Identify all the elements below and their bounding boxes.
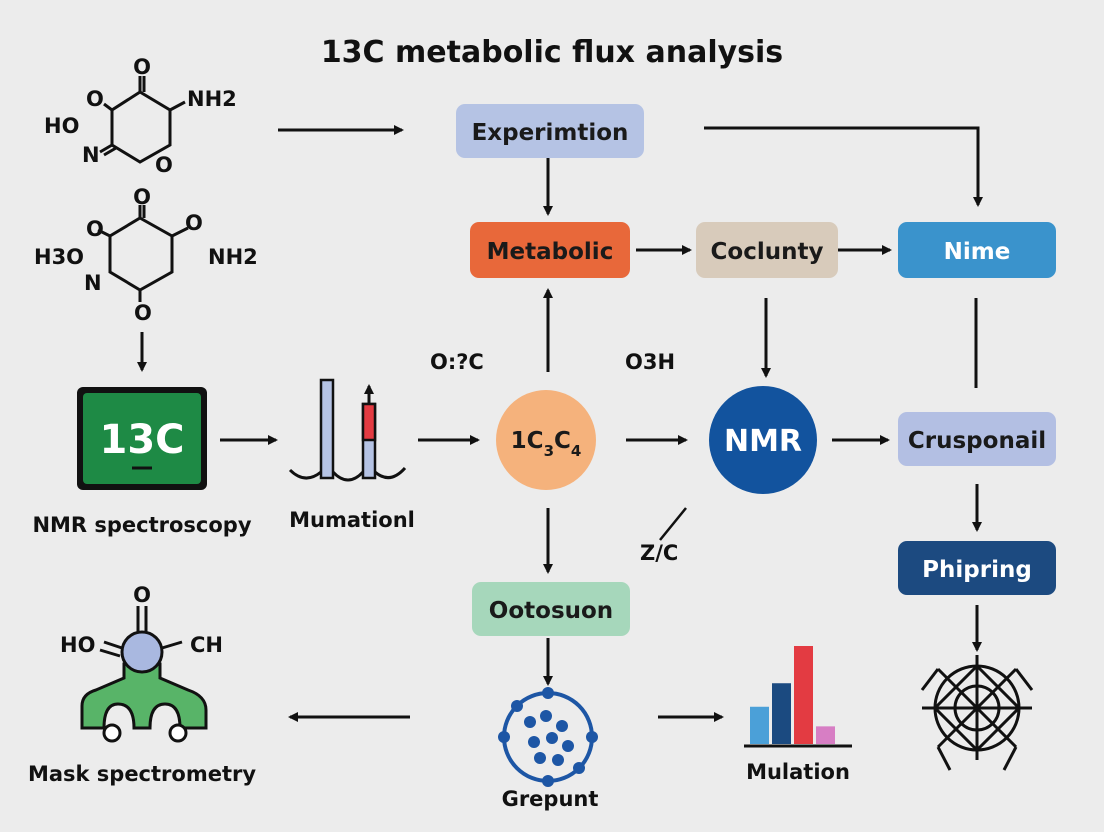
label-z7c: Z/C: [640, 541, 678, 565]
node-phipring-label: Phipring: [922, 557, 1032, 583]
node-c3c4: [496, 390, 596, 490]
node-nmr: [709, 386, 817, 494]
label-o2c: O:?C: [430, 350, 484, 374]
tube-icon: [288, 378, 407, 482]
mulation-chart: [750, 646, 835, 744]
molecule-middle: O O H3O O NH2 N O: [34, 185, 258, 325]
label-grepunt: Grepunt: [502, 787, 599, 811]
mol-top-o-bottom: O: [155, 153, 173, 177]
node-experimtion-label: Experimtion: [472, 120, 629, 146]
diagram-title: 13C metabolic flux analysis: [321, 35, 783, 70]
mol-bottom-ch: CH: [190, 633, 223, 657]
node-nime-label: Nime: [944, 239, 1011, 265]
chart-bar-4: [816, 726, 835, 744]
arrow-experimtion-to-nime: [704, 126, 983, 207]
mol-mid-nh2: NH2: [208, 245, 258, 269]
node-crusponail-label: Crusponail: [908, 428, 1046, 454]
mol-mid-o: O: [133, 185, 151, 209]
node-ootosuon: [472, 582, 630, 636]
grepunt-icon: [498, 687, 598, 787]
mol-mid-o-right: O: [185, 211, 203, 235]
chart-bar-3: [794, 646, 813, 744]
c13-badge: [83, 393, 201, 484]
mol-mid-h3o: H3O: [34, 245, 84, 269]
mol-top-ho: HO: [44, 114, 79, 138]
node-phipring: [898, 541, 1056, 595]
mol-mid-n: N: [84, 271, 102, 295]
label-nmr-spectroscopy: NMR spectroscopy: [32, 513, 251, 537]
node-metabolic: [470, 222, 630, 278]
label-mask-spectrometry: Mask spectrometry: [28, 762, 256, 786]
mol-top-o-left: O: [86, 87, 104, 111]
node-ootosuon-label: Ootosuon: [489, 598, 613, 624]
mol-bottom-ho: HO: [60, 633, 95, 657]
arrows: [220, 125, 983, 722]
label-mulation: Mulation: [746, 760, 850, 784]
node-c3c4-label: 1C3C4: [511, 428, 582, 460]
network-icon: [920, 655, 1034, 771]
mol-bottom-o: O: [133, 583, 151, 607]
node-coclunty: [696, 222, 838, 278]
mol-mid-o-left: O: [86, 217, 104, 241]
node-nime: [898, 222, 1056, 278]
molecule-bottom: O HO CH: [60, 583, 223, 743]
node-nmr-label: NMR: [724, 424, 802, 459]
molecule-top: O O HO NH2 N O: [44, 55, 237, 177]
mol-top-nh2: NH2: [187, 87, 237, 111]
node-crusponail: [898, 412, 1056, 466]
label-o3h: O3H: [625, 350, 675, 374]
c13-badge-label: 13C: [99, 417, 184, 463]
chart-bar-1: [750, 706, 769, 744]
label-mumationl: Mumationl: [289, 508, 415, 532]
node-experimtion: [456, 104, 644, 158]
node-coclunty-label: Coclunty: [711, 239, 824, 265]
mol-mid-o-bottom: O: [134, 301, 152, 325]
z7c-slash: [659, 507, 687, 541]
mol-top-n: N: [82, 143, 100, 167]
node-metabolic-label: Metabolic: [487, 239, 614, 265]
mol-top-o: O: [133, 55, 151, 79]
chart-bar-2: [772, 683, 791, 744]
